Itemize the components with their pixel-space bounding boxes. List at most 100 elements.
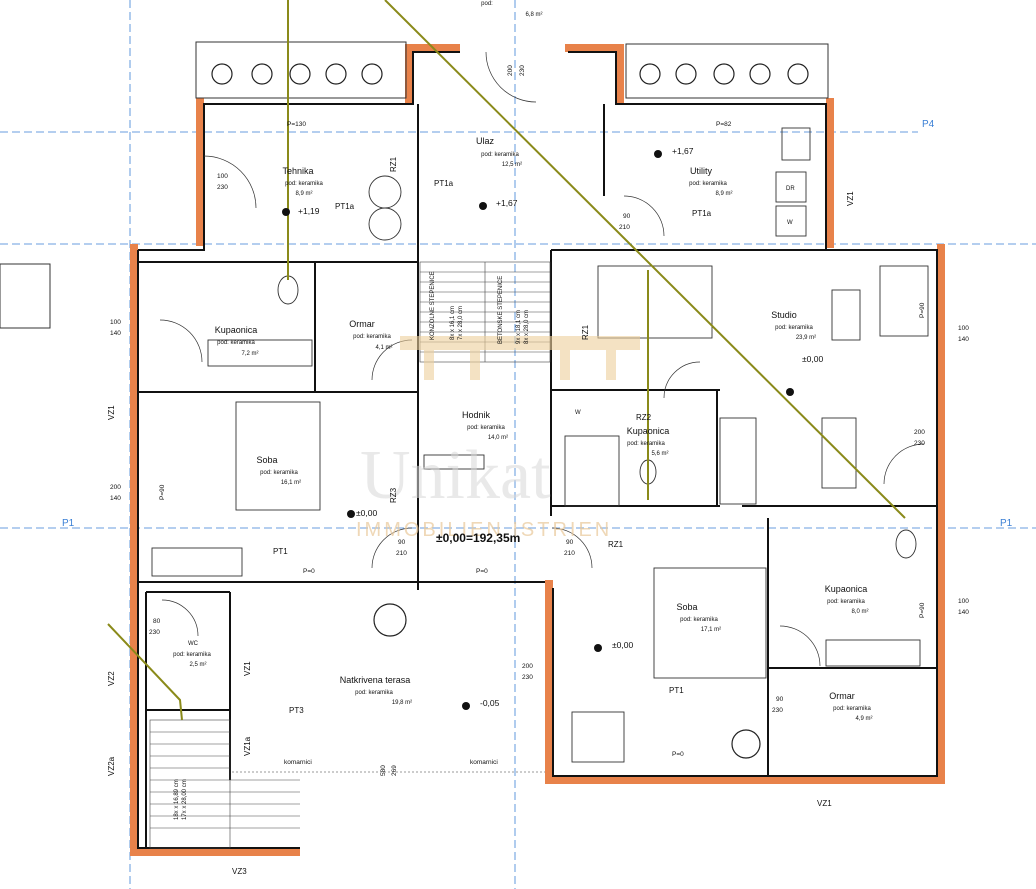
label-w-utility: W xyxy=(787,220,793,226)
tag-pt1a-ulaz: PT1a xyxy=(434,179,454,188)
level-utility: +1,67 xyxy=(672,146,694,156)
level-studio: ±0,00 xyxy=(802,354,823,364)
terrace-bench xyxy=(151,547,243,577)
room-floor-kupaonica-3: pod: keramika xyxy=(827,599,865,605)
main-level: ±0,00=192,35m xyxy=(436,531,520,545)
dim-wc-h: 230 xyxy=(149,629,160,636)
furniture xyxy=(151,127,929,763)
room-floor-studio: pod: keramika xyxy=(775,325,813,331)
dim-p90-left: P=90 xyxy=(159,484,166,500)
dim-soba2-door-w: 90 xyxy=(776,696,784,703)
room-area-terasa: 19,8 m² xyxy=(392,700,412,706)
grid-label-p1-left: P1 xyxy=(62,518,75,529)
dim-580: 580 xyxy=(380,765,387,776)
dim-right-h1: 140 xyxy=(958,336,969,343)
tag-vz3: VZ3 xyxy=(232,867,247,876)
tag-vz1-utility: VZ1 xyxy=(846,191,855,206)
walls xyxy=(137,51,938,849)
tag-vz1-bottom: VZ1 xyxy=(817,799,832,808)
label-komarnici-2: komarnici xyxy=(470,759,498,766)
dim-right-w2: 100 xyxy=(958,598,969,605)
bed-soba-2 xyxy=(653,567,767,679)
tag-vz1-left: VZ1 xyxy=(107,405,116,420)
room-area-ormar-2: 4,9 m² xyxy=(855,716,872,722)
dim-p82: P=82 xyxy=(716,121,732,128)
dim-p0-1: P=0 xyxy=(303,568,315,575)
room-labels: pod: 6,8 m² Tehnika pod: keramika 8,9 m²… xyxy=(173,1,872,722)
room-name-ormar-1: Ormar xyxy=(349,319,375,329)
room-area-soba-1: 16,1 m² xyxy=(281,480,301,486)
sink-utility xyxy=(781,127,811,161)
dim-hodnik-door2-w: 90 xyxy=(566,539,574,546)
dim-terasa-h: 230 xyxy=(522,674,533,681)
level-markers xyxy=(282,150,794,710)
bed-studio xyxy=(597,265,713,339)
room-name-kupaonica-1: Kupaonica xyxy=(215,325,258,335)
grid-label-p1-right: P1 xyxy=(1000,518,1013,529)
tag-vz2: VZ2 xyxy=(107,671,116,686)
label-komarnici-1: komarnici xyxy=(284,759,312,766)
dim-ulaz-h: 230 xyxy=(519,65,526,76)
tag-vz1a: VZ1a xyxy=(243,736,252,756)
room-floor-ormar-1: pod: keramika xyxy=(353,334,391,340)
tag-pt3-terasa: PT3 xyxy=(289,706,304,715)
tag-rz1-studio: RZ1 xyxy=(581,324,590,340)
toilet-kupaonica-3 xyxy=(895,529,917,559)
tag-vz1-terasa: VZ1 xyxy=(243,661,252,676)
level-soba-2: ±0,00 xyxy=(612,640,633,650)
room-area-ulaz: 12,5 m² xyxy=(502,162,522,168)
room-area-kupaonica-1: 7,2 m² xyxy=(241,351,258,357)
stairs-betonske-dim: 9x x 18,1 cm xyxy=(516,310,522,344)
room-name-soba-2: Soba xyxy=(676,602,697,612)
watermark-sub: IMMOBILIEN ISTRIEN xyxy=(356,519,612,541)
stairs-betonske: BETONSKE STEPENICE xyxy=(498,276,504,344)
dim-ulaz-w: 200 xyxy=(507,65,514,76)
dim-left-h2: 140 xyxy=(110,495,121,502)
label-dr: DR xyxy=(786,186,795,192)
room-name-ormar-2: Ormar xyxy=(829,691,855,701)
top-room-area: 6,8 m² xyxy=(525,12,542,18)
dim-studio-door-w: 200 xyxy=(914,429,925,436)
dim-p90-kup3: P=90 xyxy=(919,602,926,618)
tag-rz1-hall: RZ1 xyxy=(608,540,624,549)
level-tehnika: +1,19 xyxy=(298,206,320,216)
dim-utility-h: 210 xyxy=(619,224,630,231)
dim-left-h1: 140 xyxy=(110,330,121,337)
top-room-floor: pod: xyxy=(481,1,493,7)
stairs-lower xyxy=(149,719,300,849)
room-area-soba-2: 17,1 m² xyxy=(701,627,721,633)
dining-table xyxy=(821,417,857,489)
room-name-studio: Studio xyxy=(771,310,797,320)
table-studio xyxy=(831,289,861,341)
sofa-studio xyxy=(879,265,929,337)
level-ulaz: +1,67 xyxy=(496,198,518,208)
room-floor-tehnika: pod: keramika xyxy=(285,181,323,187)
tag-rz1-ulaz: RZ1 xyxy=(389,156,398,172)
dim-right-w1: 100 xyxy=(958,325,969,332)
room-name-wc: WC xyxy=(188,641,199,647)
washer-utility-w xyxy=(775,205,807,237)
tag-pt1a-utility: PT1a xyxy=(692,209,712,218)
tags: PT1a PT1a PT1a PT1 PT1 PT3 RZ1 RZ1 RZ1 R… xyxy=(107,156,855,876)
room-name-terasa: Natkrivena terasa xyxy=(340,675,411,685)
room-area-hodnik: 14,0 m² xyxy=(488,435,508,441)
dim-tehnika-w: 100 xyxy=(217,173,228,180)
dim-hodnik-door1-h: 210 xyxy=(396,550,407,557)
vanity-kupaonica-1 xyxy=(207,339,313,367)
watermark: Unikat IMMOBILIEN ISTRIEN xyxy=(356,336,640,541)
room-floor-kupaonica-1: pod: keramika xyxy=(217,340,255,346)
stairs-lower-dim: 18x x 16,89 cm xyxy=(174,779,180,820)
room-floor-soba-1: pod: keramika xyxy=(260,470,298,476)
tag-pt1a-tehnika: PT1a xyxy=(335,202,355,211)
boiler-tehnika-2 xyxy=(368,207,402,241)
dim-p0-3: P=0 xyxy=(672,751,684,758)
dim-p90-studio: P=90 xyxy=(919,302,926,318)
planters xyxy=(0,41,829,329)
room-floor-kupaonica-2: pod: keramika xyxy=(627,441,665,447)
room-floor-terasa: pod: keramika xyxy=(355,690,393,696)
room-floor-hodnik: pod: keramika xyxy=(467,425,505,431)
stairs-konzolne-dim: 8x x 16,1 cm xyxy=(450,306,456,340)
room-floor-soba-2: pod: keramika xyxy=(680,617,718,623)
bed-soba-1 xyxy=(235,401,321,511)
room-name-tehnika: Tehnika xyxy=(282,166,313,176)
